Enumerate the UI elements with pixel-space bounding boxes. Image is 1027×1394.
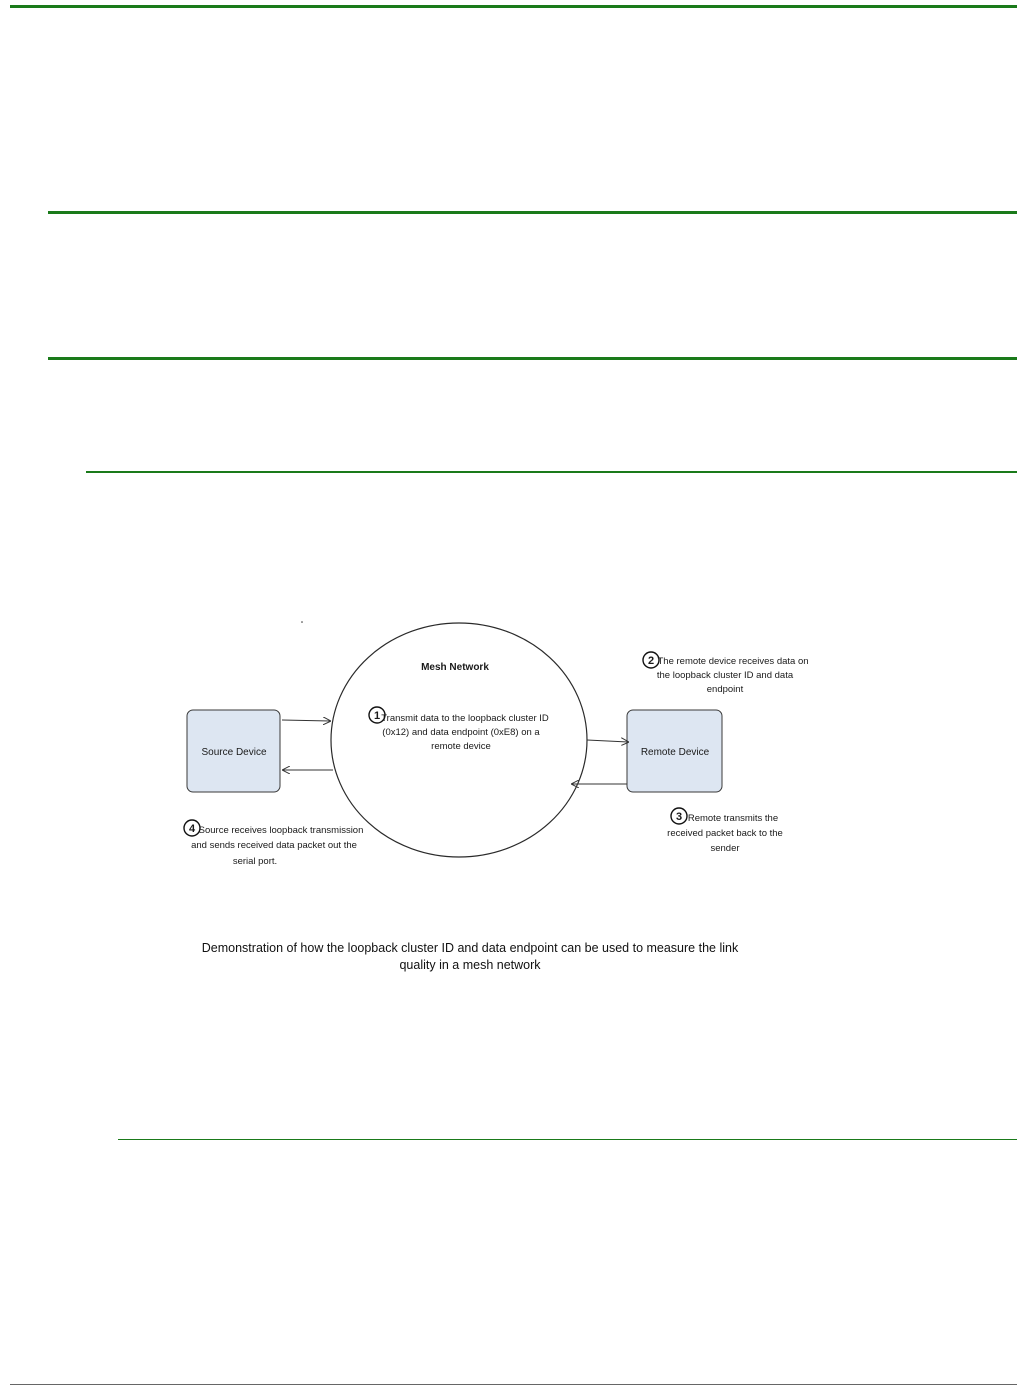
source-device-label: Source Device: [201, 747, 266, 758]
step-4-line-2: and sends received data packet out the: [191, 840, 357, 851]
step-4-number: 4: [189, 823, 196, 835]
step-3-number-circle: [670, 807, 688, 825]
section-rule-4: [118, 1139, 1017, 1140]
step-4-callout: 4 Source receives loopback transmission …: [183, 819, 364, 867]
step-4-number-circle: [183, 819, 201, 837]
step-3-callout: 3 Remote transmits the received packet b…: [667, 807, 783, 854]
step-2-number-circle: [642, 651, 660, 669]
step-4-line-3: serial port.: [233, 856, 277, 867]
remote-device-box: [626, 709, 723, 793]
step-4-line-1: Source receives loopback transmission: [199, 825, 364, 836]
section-rule-2: [48, 357, 1017, 360]
figure-caption: Demonstration of how the loopback cluste…: [201, 941, 739, 972]
step-3-line-2: received packet back to the: [667, 828, 783, 839]
step-1-number-circle: [368, 706, 386, 724]
step-2-number: 2: [648, 655, 654, 667]
step-2-callout: 2 The remote device receives data on the…: [642, 651, 809, 695]
mesh-network-ellipse: [330, 622, 588, 858]
step-1-callout: 1 Transmit data to the loopback cluster …: [368, 706, 549, 752]
step-1-line-3: remote device: [431, 741, 491, 752]
step-1-number: 1: [374, 710, 380, 722]
arrow-source-to-network: [281, 720, 330, 721]
mesh-network-label: Mesh Network: [421, 662, 489, 673]
step-2-line-2: the loopback cluster ID and data: [657, 670, 794, 681]
top-rule: [10, 5, 1017, 8]
step-1-line-2: (0x12) and data endpoint (0xE8) on a: [382, 727, 540, 738]
step-2-line-3: endpoint: [707, 684, 744, 695]
source-device-box: [186, 709, 281, 793]
step-2-line-1: The remote device receives data on: [657, 656, 808, 667]
step-3-line-1: Remote transmits the: [688, 813, 778, 824]
stray-dot: [301, 621, 303, 623]
step-1-line-1: Transmit data to the loopback cluster ID: [381, 713, 549, 724]
remote-device-label: Remote Device: [641, 747, 710, 758]
arrow-network-to-remote: [586, 740, 628, 742]
step-3-line-3: sender: [710, 843, 739, 854]
footer-rule: [10, 1384, 1017, 1385]
step-3-number: 3: [676, 811, 682, 823]
section-rule-1: [48, 211, 1017, 214]
section-rule-3: [86, 471, 1017, 473]
